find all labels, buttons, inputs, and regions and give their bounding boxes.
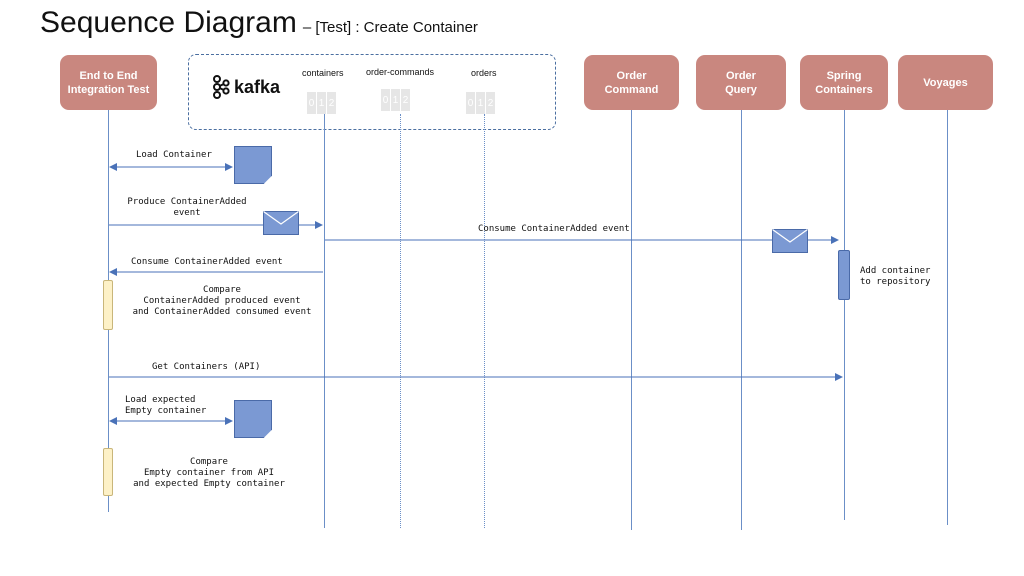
msg-consume-event-spring: Consume ContainerAdded event xyxy=(478,224,630,234)
msg-add-container: Add container to repository xyxy=(860,266,931,287)
partition: 0 xyxy=(307,92,317,114)
lifeline-order-query xyxy=(741,110,742,530)
msg-load-expected: Load expected Empty container xyxy=(125,395,207,416)
lifeline-order-command xyxy=(631,110,632,530)
msg-consume-event-test: Consume ContainerAdded event xyxy=(131,257,283,267)
partition: 2 xyxy=(401,89,411,111)
actor-spring-containers: Spring Containers xyxy=(800,55,888,110)
kafka-logo: kafka xyxy=(212,75,280,99)
topic-label-containers: containers xyxy=(302,68,344,78)
topic-partitions-orders: 0 1 2 xyxy=(466,92,496,114)
activation-compare-1 xyxy=(103,280,113,330)
lifeline-containers-topic xyxy=(324,114,325,528)
kafka-cluster-box xyxy=(188,54,556,130)
envelope-icon xyxy=(772,229,808,253)
topic-partitions-order-commands: 0 1 2 xyxy=(381,89,411,111)
partition: 0 xyxy=(381,89,391,111)
diagram-title: Sequence Diagram – [Test] : Create Contai… xyxy=(40,6,478,40)
actor-order-query: Order Query xyxy=(696,55,786,110)
lifeline-orders-topic xyxy=(484,114,485,528)
activation-compare-2 xyxy=(103,448,113,496)
title-main: Sequence Diagram xyxy=(40,6,297,39)
topic-label-order-commands: order-commands xyxy=(366,67,435,77)
document-icon xyxy=(234,146,272,184)
document-icon xyxy=(234,400,272,438)
kafka-logo-text: kafka xyxy=(234,76,281,97)
lifeline-order-commands-topic xyxy=(400,114,401,528)
partition: 2 xyxy=(327,92,337,114)
kafka-icon xyxy=(213,75,230,99)
actor-order-command: Order Command xyxy=(584,55,679,110)
msg-produce-event: Produce ContainerAdded event xyxy=(127,197,247,218)
partition: 0 xyxy=(466,92,476,114)
partition: 1 xyxy=(317,92,327,114)
actor-e2e-test: End to End Integration Test xyxy=(60,55,157,110)
title-sub: – [Test] : Create Container xyxy=(302,19,478,36)
lifeline-spring-containers xyxy=(844,110,845,520)
lifeline-voyages xyxy=(947,110,948,525)
envelope-icon xyxy=(263,211,299,235)
actor-voyages: Voyages xyxy=(898,55,993,110)
partition: 1 xyxy=(476,92,486,114)
msg-compare-2: Compare Empty container from API and exp… xyxy=(133,457,285,489)
msg-get-containers: Get Containers (API) xyxy=(152,362,261,372)
partition: 1 xyxy=(391,89,401,111)
activation-spring-containers xyxy=(838,250,850,300)
partition: 2 xyxy=(486,92,496,114)
msg-load-container: Load Container xyxy=(136,150,212,160)
topic-partitions-containers: 0 1 2 xyxy=(307,92,337,114)
topic-label-orders: orders xyxy=(471,68,497,78)
msg-compare-1: Compare ContainerAdded produced event an… xyxy=(132,285,312,317)
